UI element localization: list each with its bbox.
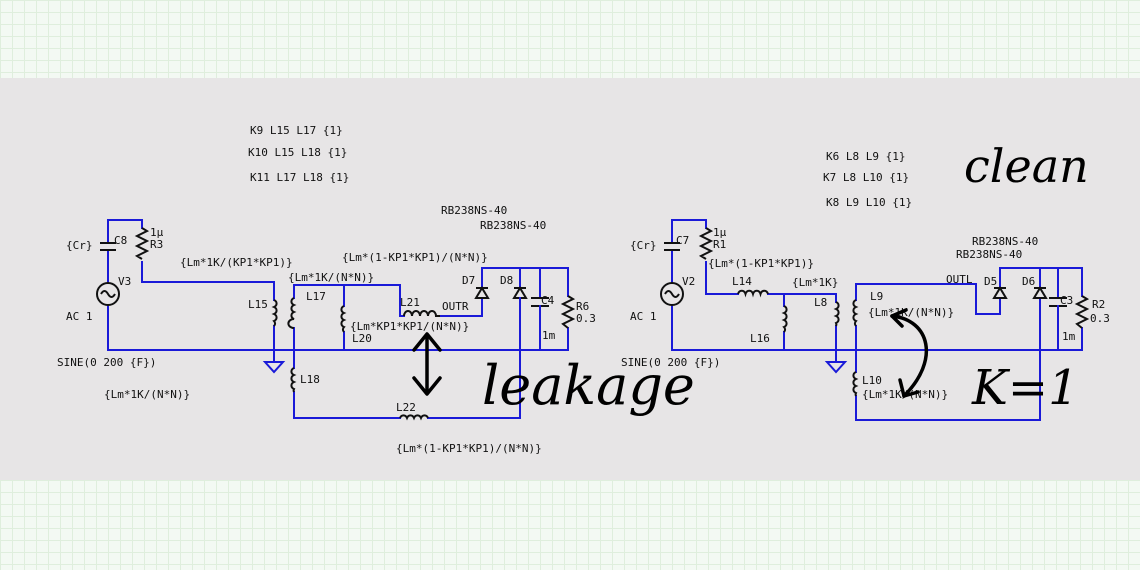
- inductor-l10: [852, 371, 859, 397]
- v2-label: V2: [682, 275, 695, 288]
- left-circuit: K9 L15 L17 {1} K10 L15 L18 {1} K11 L17 L…: [57, 124, 596, 455]
- handwritten-annotations: leakage clean K=1: [412, 139, 1089, 417]
- c4-value: 1m: [542, 329, 556, 342]
- resistor-r1: [698, 227, 714, 260]
- diode-model-label: RB238NS-40: [441, 204, 507, 217]
- sine-label: SINE(0 200 {F}): [57, 356, 156, 369]
- inductor-l17: [287, 297, 297, 329]
- l22-label: L22: [396, 401, 416, 414]
- c4-label: C4: [541, 294, 555, 307]
- voltage-source-v2: [660, 282, 684, 306]
- outr-label: OUTR: [442, 300, 469, 313]
- r1-expr: {Lm*(1-KP1*KP1)}: [708, 257, 814, 270]
- curved-arrow-icon: [890, 314, 929, 398]
- l10-label: L10: [862, 374, 882, 387]
- c3-value: 1m: [1062, 330, 1076, 343]
- sine-label: SINE(0 200 {F}): [621, 356, 720, 369]
- l8-expr: {Lm*1K}: [792, 276, 838, 289]
- coupling-k8: K8 L9 L10 {1}: [826, 196, 912, 209]
- diode-d5: [992, 286, 1008, 299]
- leakage-annotation: leakage: [482, 354, 695, 417]
- clean-annotation: clean: [964, 139, 1089, 193]
- coupling-k6: K6 L8 L9 {1}: [826, 150, 905, 163]
- coupling-k11: K11 L17 L18 {1}: [250, 171, 349, 184]
- coupling-k10: K10 L15 L18 {1}: [248, 146, 347, 159]
- schematic-canvas: [0, 78, 1140, 480]
- d5-label: D5: [984, 275, 997, 288]
- inductor-l20: [340, 305, 347, 333]
- cr-label: {Cr}: [630, 239, 657, 252]
- l17-expr: {Lm*1K/(N*N)}: [288, 271, 374, 284]
- diode-model-label: RB238NS-40: [956, 248, 1022, 261]
- l8-label: L8: [814, 296, 827, 309]
- r6-value: 0.3: [576, 312, 596, 325]
- r3-label: R3: [150, 238, 163, 251]
- r6-label: R6: [576, 300, 589, 313]
- k-equals-1-annotation: K=1: [971, 360, 1079, 416]
- l15-label: L15: [248, 298, 268, 311]
- coupling-k7: K7 L8 L10 {1}: [823, 171, 909, 184]
- diode-model-label: RB238NS-40: [480, 219, 546, 232]
- inductor-l18: [290, 367, 297, 393]
- voltage-source-v3: [96, 282, 120, 306]
- inductor-l15: [271, 299, 278, 327]
- l15-expr: {Lm*1K/(KP1*KP1)}: [180, 256, 293, 269]
- l18-label: L18: [300, 373, 320, 386]
- c8-label: C8: [114, 234, 127, 247]
- outl-label: OUTL: [946, 273, 973, 286]
- inductor-l9: [852, 299, 859, 327]
- inductor-l22: [399, 414, 429, 421]
- l9-label: L9: [870, 290, 883, 303]
- ground-symbol: [824, 361, 848, 374]
- l9-expr: {Lm*1K/(N*N)}: [868, 306, 954, 319]
- c7-label: C7: [676, 234, 689, 247]
- diode-d7: [474, 286, 490, 299]
- l18-expr: {Lm*1K/(N*N)}: [104, 388, 190, 401]
- inductor-l16: [781, 305, 788, 333]
- l22-expr: {Lm*(1-KP1*KP1)/(N*N)}: [396, 442, 542, 455]
- coupling-k9: K9 L15 L17 {1}: [250, 124, 343, 137]
- v3-label: V3: [118, 275, 131, 288]
- diode-model-label: RB238NS-40: [972, 235, 1038, 248]
- resistor-r6: [560, 295, 576, 329]
- ground-symbol: [262, 361, 286, 374]
- l17-label: L17: [306, 290, 326, 303]
- r1-label: R1: [713, 238, 726, 251]
- inductor-l8: [833, 301, 840, 327]
- resistor-r2: [1074, 295, 1090, 329]
- l21-expr: {Lm*(1-KP1*KP1)/(N*N)}: [342, 251, 488, 264]
- r3-value: 1μ: [150, 226, 164, 239]
- ac-label: AC 1: [66, 310, 93, 323]
- resistor-r3: [134, 227, 150, 260]
- r2-label: R2: [1092, 298, 1105, 311]
- d6-label: D6: [1022, 275, 1035, 288]
- l20-expr: {Lm*KP1*KP1/(N*N)}: [350, 320, 469, 333]
- d7-label: D7: [462, 274, 475, 287]
- r1-value: 1μ: [713, 226, 727, 239]
- inductor-l14: [737, 289, 769, 298]
- inductor-l21: [403, 310, 440, 317]
- ac-label: AC 1: [630, 310, 657, 323]
- l14-label: L14: [732, 275, 752, 288]
- diode-d6: [1032, 286, 1048, 299]
- l21-label: L21: [400, 296, 420, 309]
- l20-label: L20: [352, 332, 372, 345]
- l16-label: L16: [750, 332, 770, 345]
- r2-value: 0.3: [1090, 312, 1110, 325]
- cr-label: {Cr}: [66, 239, 93, 252]
- d8-label: D8: [500, 274, 513, 287]
- c3-label: C3: [1060, 294, 1073, 307]
